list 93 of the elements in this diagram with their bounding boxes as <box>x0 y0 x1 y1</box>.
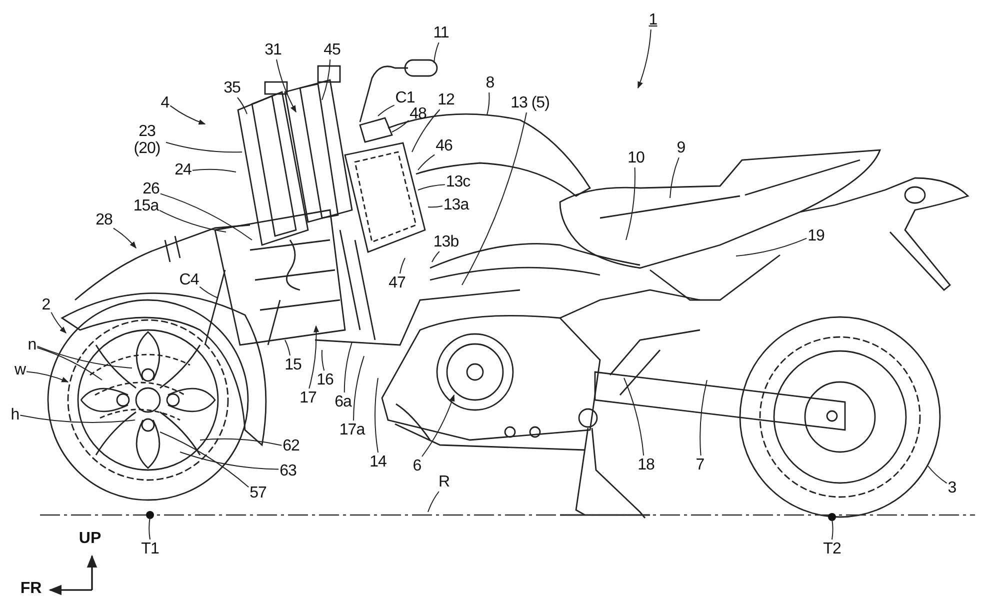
callout-label: 10 <box>628 150 644 166</box>
callout-label: 13b <box>433 234 459 250</box>
leader-line <box>112 228 136 249</box>
leader-line <box>237 97 248 114</box>
callout-label: R <box>438 474 450 490</box>
leader-line <box>638 29 652 89</box>
callout-label: T2 <box>823 540 841 558</box>
callout-label: 17 <box>300 390 316 406</box>
leader-line <box>418 154 436 170</box>
leader-line <box>736 238 808 256</box>
callout-label: 23 (20) <box>129 123 165 157</box>
callout-label: n <box>28 336 36 354</box>
callout-label: 35 <box>224 80 240 96</box>
leader-line <box>374 378 378 453</box>
leader-line <box>422 394 455 457</box>
leader-line <box>344 342 352 393</box>
leader-line <box>148 516 150 540</box>
callout-label: w <box>14 362 26 378</box>
leader-line <box>200 438 282 446</box>
callout-label: 45 <box>324 42 340 58</box>
leader-line <box>432 251 440 262</box>
leader-line <box>928 466 948 484</box>
leader-line <box>428 491 440 512</box>
callout-label: 13a <box>443 196 469 214</box>
leader-line <box>392 120 410 132</box>
leader-line <box>670 157 680 198</box>
callout-label: C1 <box>395 90 415 106</box>
callout-label: 17a <box>339 422 365 438</box>
leader-line <box>626 167 636 240</box>
leader-line <box>170 105 206 125</box>
callout-label: 46 <box>436 138 452 154</box>
leader-line <box>462 112 527 286</box>
leader-line <box>321 350 325 371</box>
leader-line <box>412 109 440 152</box>
callout-label: 62 <box>282 438 300 454</box>
callout-label: 57 <box>250 484 266 502</box>
leader-line <box>36 346 132 368</box>
leader-line <box>180 452 280 470</box>
leader-line <box>276 59 296 113</box>
leader-line <box>624 378 644 456</box>
callout-label: 47 <box>388 274 406 292</box>
leader-line <box>434 42 440 64</box>
leader-line <box>308 325 320 389</box>
callout-label: 4 <box>160 94 170 112</box>
leader-line <box>284 340 290 356</box>
callout-label: C4 <box>179 272 199 288</box>
callout-label: 1 <box>648 12 658 28</box>
callout-label: 6 <box>412 458 422 474</box>
callout-label: 15a <box>133 198 159 214</box>
callout-label: 7 <box>696 456 704 474</box>
callout-label: 12 <box>438 92 454 108</box>
callout-label: 8 <box>486 74 494 92</box>
leader-line <box>832 518 834 540</box>
leader-line <box>486 92 490 116</box>
direction-label: FR <box>20 580 42 598</box>
leader-line <box>700 380 708 456</box>
callout-label: 19 <box>808 228 824 244</box>
leader-line <box>159 210 226 232</box>
leader-line <box>199 286 218 298</box>
leader-line <box>20 414 136 423</box>
leader-line <box>26 371 69 382</box>
callout-label: T1 <box>141 540 159 558</box>
callout-label: 24 <box>174 162 192 178</box>
callout-label: 26 <box>142 180 160 198</box>
leader-line <box>322 59 331 100</box>
callout-label: 28 <box>96 212 112 228</box>
callout-label: 14 <box>370 454 386 470</box>
leader-line <box>36 347 102 380</box>
callout-label: 2 <box>42 296 50 314</box>
leader-line <box>160 432 250 488</box>
direction-label: UP <box>78 530 102 548</box>
leader-line <box>428 206 443 208</box>
callout-label: h <box>10 406 20 424</box>
leader-line <box>418 184 446 190</box>
leader-line <box>192 168 236 172</box>
callout-label: 3 <box>948 480 956 496</box>
leader-line <box>353 356 364 421</box>
leader-line <box>378 104 395 116</box>
callout-label: 13c <box>446 174 470 190</box>
callout-label: 16 <box>316 372 334 388</box>
leader-line <box>400 258 406 274</box>
callout-label: 9 <box>676 140 686 156</box>
leader-line <box>166 142 242 153</box>
callout-label: 13 (5) <box>510 94 550 112</box>
callout-label: 11 <box>433 24 449 42</box>
callout-label: 31 <box>264 42 282 58</box>
callout-label: 63 <box>280 462 296 480</box>
callout-label: 48 <box>410 106 426 122</box>
callout-label: 15 <box>284 356 302 374</box>
leader-line <box>160 193 252 240</box>
callout-label: 18 <box>638 456 654 474</box>
callout-label: 6a <box>334 394 352 410</box>
leader-line <box>50 312 66 334</box>
